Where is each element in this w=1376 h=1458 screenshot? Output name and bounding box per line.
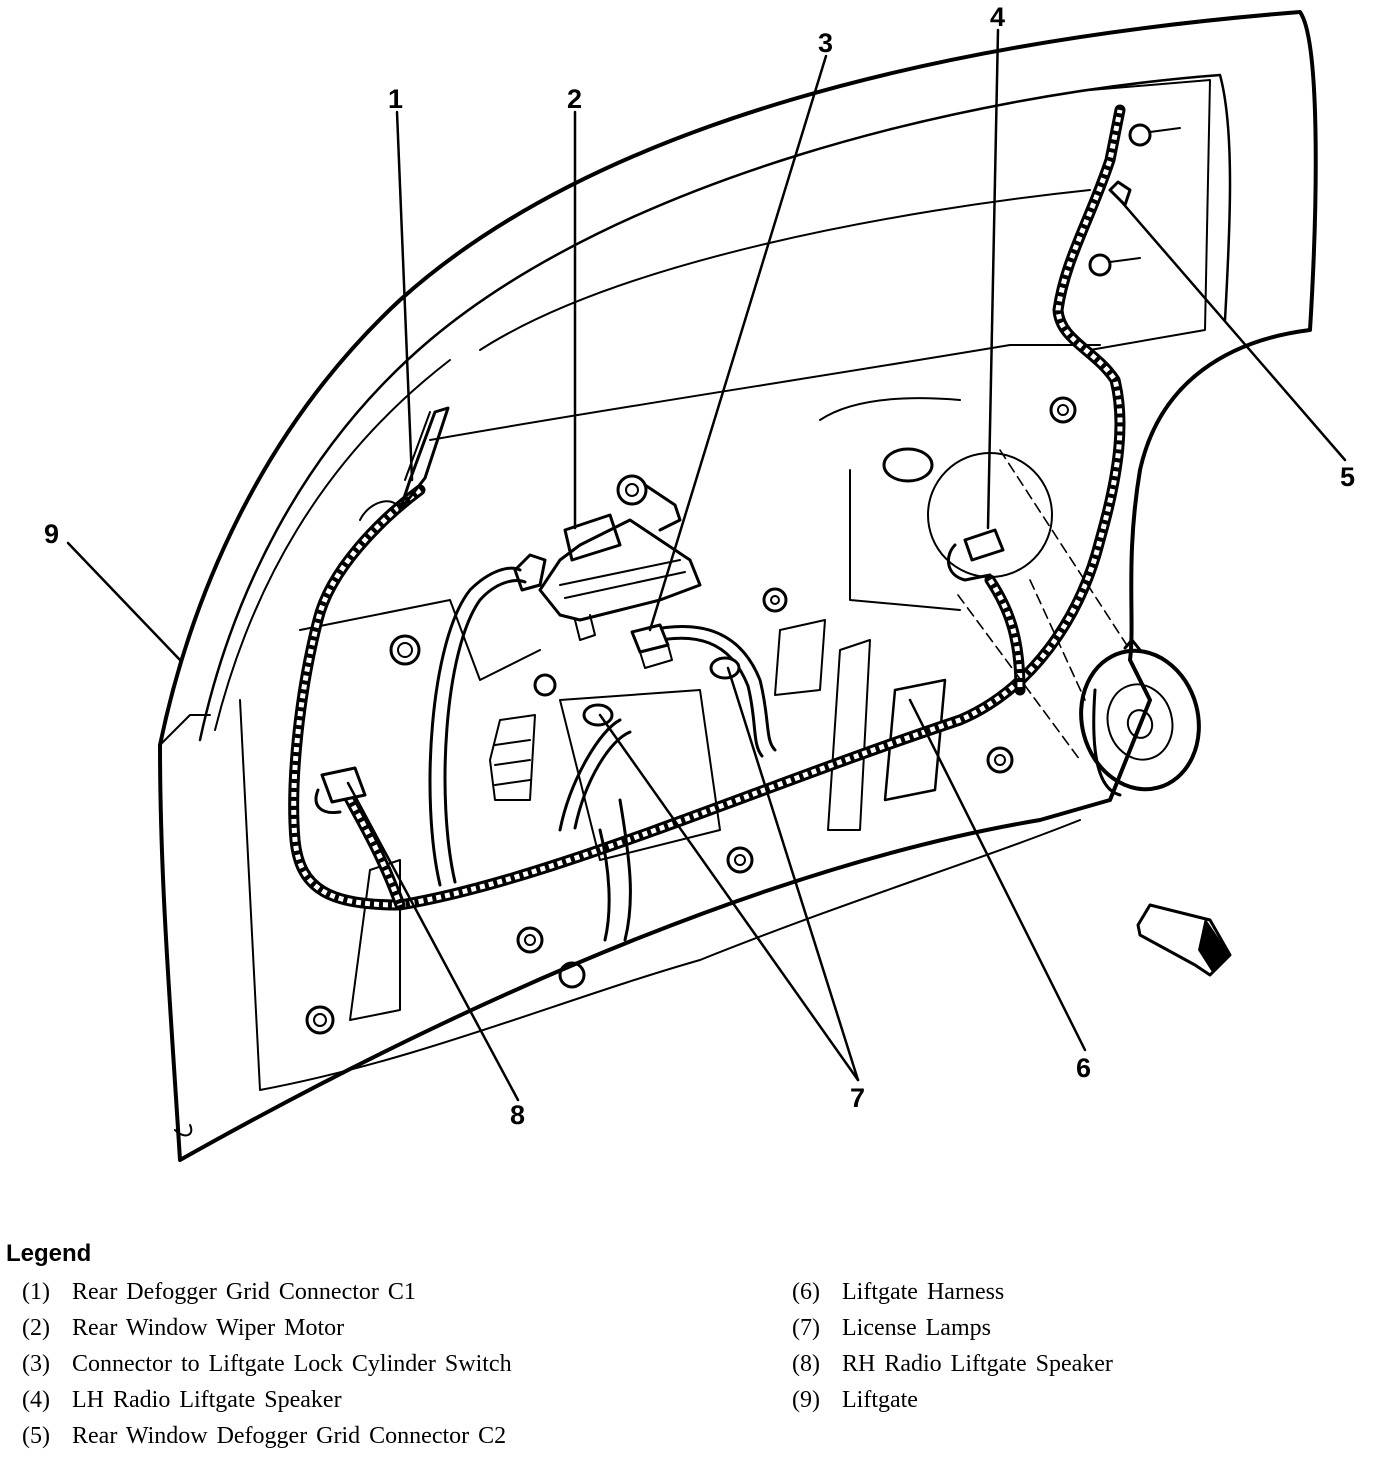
legend-item-number: (3) xyxy=(22,1351,50,1377)
legend-item: (2) Rear Window Wiper Motor xyxy=(22,1310,512,1346)
defogger-connector-c1 xyxy=(359,406,450,521)
leader-lines xyxy=(66,28,1347,1102)
legend: Legend (1) Rear Defogger Grid Connector C… xyxy=(6,1240,1366,1449)
callout-labels: 1 2 3 4 5 6 7 8 9 xyxy=(44,2,1355,1130)
legend-item-number: (4) xyxy=(22,1387,50,1413)
callout-7: 7 xyxy=(850,1083,865,1113)
legend-item-label: Rear Defogger Grid Connector C1 xyxy=(72,1279,416,1305)
legend-left-column: (1) Rear Defogger Grid Connector C1 (2) Re… xyxy=(22,1274,512,1454)
legend-item: (9) Liftgate xyxy=(792,1382,1113,1418)
wiper-motor xyxy=(513,474,702,641)
lh-speaker-connector xyxy=(927,452,1053,582)
legend-item-label: Connector to Liftgate Lock Cylinder Swit… xyxy=(72,1351,512,1377)
legend-item-label: LH Radio Liftgate Speaker xyxy=(72,1387,342,1413)
legend-item: (4) LH Radio Liftgate Speaker xyxy=(22,1382,512,1418)
legend-item-number: (6) xyxy=(792,1279,820,1305)
legend-item: (7) License Lamps xyxy=(792,1310,1113,1346)
legend-item-number: (1) xyxy=(22,1279,50,1305)
liftgate-wiring-diagram: 1 2 3 4 5 6 7 8 9 xyxy=(44,2,1355,1162)
legend-right-column: (6) Liftgate Harness (7) License Lamps (8)… xyxy=(792,1274,1113,1418)
callout-1: 1 xyxy=(388,84,403,114)
legend-item-number: (8) xyxy=(792,1351,820,1377)
legend-item-label: Rear Window Defogger Grid Connector C2 xyxy=(72,1423,507,1449)
legend-item: (3) Connector to Liftgate Lock Cylinder S… xyxy=(22,1346,512,1382)
grommets xyxy=(305,396,1077,1035)
legend-title: Legend xyxy=(6,1240,92,1267)
defogger-connector-c2 xyxy=(1088,123,1181,277)
callout-4: 4 xyxy=(990,2,1005,32)
callout-9: 9 xyxy=(44,519,59,549)
legend-item: (5) Rear Window Defogger Grid Connector C… xyxy=(22,1418,512,1454)
lock-cylinder-connector xyxy=(630,623,673,669)
legend-item-label: Liftgate Harness xyxy=(842,1279,1005,1305)
legend-item: (1) Rear Defogger Grid Connector C1 xyxy=(22,1274,512,1310)
legend-item: (6) Liftgate Harness xyxy=(792,1274,1113,1310)
callout-3: 3 xyxy=(818,28,833,58)
callout-5: 5 xyxy=(1340,462,1355,492)
speaker-exploded xyxy=(957,449,1201,797)
direction-arrow-icon xyxy=(1136,903,1232,977)
legend-item-number: (5) xyxy=(22,1423,50,1449)
legend-item-number: (9) xyxy=(792,1387,820,1413)
legend-item-label: RH Radio Liftgate Speaker xyxy=(842,1351,1113,1377)
legend-item: (8) RH Radio Liftgate Speaker xyxy=(792,1346,1113,1382)
legend-item-label: Rear Window Wiper Motor xyxy=(72,1315,345,1341)
legend-item-label: Liftgate xyxy=(842,1387,918,1413)
callout-2: 2 xyxy=(567,84,582,114)
legend-item-number: (7) xyxy=(792,1315,820,1341)
license-lamps xyxy=(582,656,741,727)
liftgate-harness xyxy=(288,104,1126,942)
callout-8: 8 xyxy=(510,1100,525,1130)
legend-item-label: License Lamps xyxy=(842,1315,991,1341)
liftgate-shell xyxy=(158,10,1318,1162)
callout-6: 6 xyxy=(1076,1053,1091,1083)
legend-item-number: (2) xyxy=(22,1315,50,1341)
